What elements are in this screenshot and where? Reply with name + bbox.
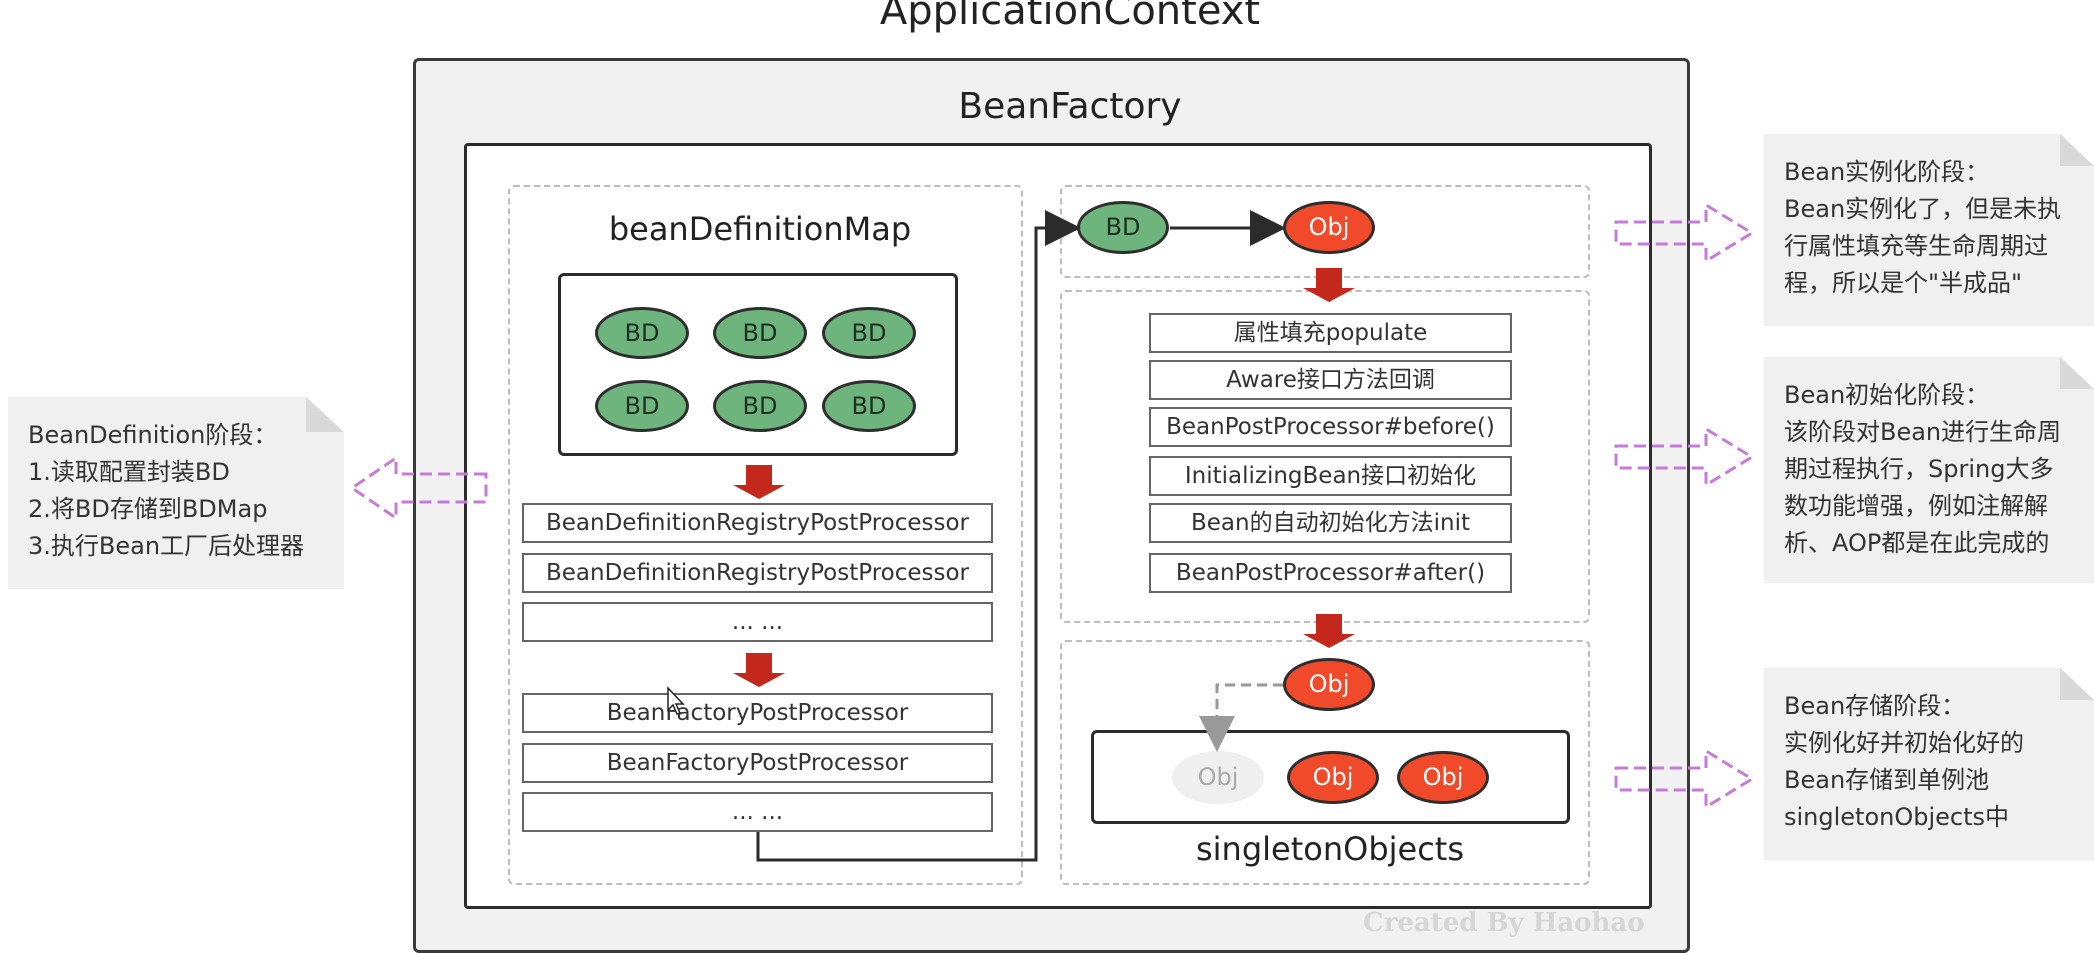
hint-arrow-right — [1614, 426, 1755, 488]
factory-post-processor: BeanFactoryPostProcessor — [522, 693, 993, 733]
note-line: Bean初始化阶段： — [1784, 381, 1990, 409]
note-fold — [306, 397, 344, 432]
note-line: 实例化好并初始化好的 — [1784, 729, 2024, 757]
note-line: Bean实例化阶段： — [1784, 158, 1990, 186]
note-line: BeanDefinition阶段： — [28, 421, 278, 449]
note-line: 该阶段对Bean进行生命周 — [1784, 418, 2062, 446]
singleton-objects-title: singletonObjects — [1195, 830, 1465, 868]
note-fold — [2060, 357, 2094, 389]
singleton-obj-node: Obj — [1287, 751, 1379, 804]
incoming-obj-node: Obj — [1283, 658, 1375, 711]
note-line: Bean存储阶段： — [1784, 692, 1966, 720]
note-line: 行属性填充等生命周期过 — [1784, 232, 2048, 260]
note-line: Bean实例化了，但是未执 — [1784, 195, 2062, 223]
note-line: 数功能增强，例如注解解 — [1784, 492, 2048, 520]
bd-node: BD — [713, 380, 807, 432]
application-context-title: ApplicationContext — [879, 0, 1261, 34]
registry-ellipsis: ... ... — [522, 602, 993, 642]
hint-arrow-left — [349, 455, 488, 521]
mouse-cursor-icon — [667, 686, 685, 715]
bd-node: BD — [822, 380, 916, 432]
bd-node: BD — [713, 307, 807, 359]
lifecycle-step: InitializingBean接口初始化 — [1149, 456, 1512, 496]
note-fold — [2060, 668, 2094, 700]
note-line: singletonObjects中 — [1784, 803, 2010, 831]
registry-post-processor: BeanDefinitionRegistryPostProcessor — [522, 503, 993, 543]
note-line: 程，所以是个"半成品" — [1784, 269, 2023, 297]
note-line: 期过程执行，Spring大多 — [1784, 455, 2054, 483]
bean-factory-title: BeanFactory — [958, 86, 1182, 127]
note-instantiation: Bean实例化阶段： Bean实例化了，但是未执 行属性填充等生命周期过 程，所… — [1764, 134, 2094, 326]
watermark: Created By Haohao — [1363, 908, 1645, 938]
bd-node: BD — [595, 307, 689, 359]
lifecycle-step: BeanPostProcessor#after() — [1149, 553, 1512, 593]
note-line: 2.将BD存储到BDMap — [28, 495, 268, 523]
note-line: 1.读取配置封装BD — [28, 458, 230, 486]
singleton-objects-box — [1091, 730, 1570, 824]
lifecycle-step: Bean的自动初始化方法init — [1149, 503, 1512, 543]
hint-arrow-right — [1614, 202, 1755, 264]
flow-connector — [756, 210, 1081, 862]
registry-post-processor: BeanDefinitionRegistryPostProcessor — [522, 553, 993, 593]
bd-node: BD — [595, 380, 689, 432]
lifecycle-step: Aware接口方法回调 — [1149, 360, 1512, 400]
ghost-obj-node: Obj — [1172, 751, 1264, 804]
lifecycle-step: 属性填充populate — [1149, 313, 1512, 353]
note-line: Bean存储到单例池 — [1784, 766, 1990, 794]
note-bean-definition: BeanDefinition阶段： 1.读取配置封装BD 2.将BD存储到BDM… — [8, 397, 344, 589]
red-down-arrow — [733, 465, 785, 499]
note-fold — [2060, 134, 2094, 166]
red-down-arrow — [1303, 614, 1355, 648]
store-connector — [1199, 683, 1283, 752]
singleton-obj-node: Obj — [1397, 751, 1489, 804]
lifecycle-step: BeanPostProcessor#before() — [1149, 407, 1512, 447]
factory-post-processor: BeanFactoryPostProcessor — [522, 743, 993, 783]
note-initialization: Bean初始化阶段： 该阶段对Bean进行生命周 期过程执行，Spring大多 … — [1764, 357, 2094, 583]
bean-definition-region — [508, 185, 1023, 885]
note-line: 析、AOP都是在此完成的 — [1784, 529, 2050, 557]
note-storage: Bean存储阶段： 实例化好并初始化好的 Bean存储到单例池 singleto… — [1764, 668, 2094, 860]
factory-ellipsis: ... ... — [522, 792, 993, 832]
bean-definition-map-title: beanDefinitionMap — [608, 210, 912, 248]
red-down-arrow — [1303, 268, 1355, 302]
red-down-arrow — [733, 653, 785, 687]
bd-node: BD — [822, 307, 916, 359]
note-line: 3.执行Bean工厂后处理器 — [28, 532, 305, 560]
hint-arrow-right — [1614, 748, 1755, 810]
